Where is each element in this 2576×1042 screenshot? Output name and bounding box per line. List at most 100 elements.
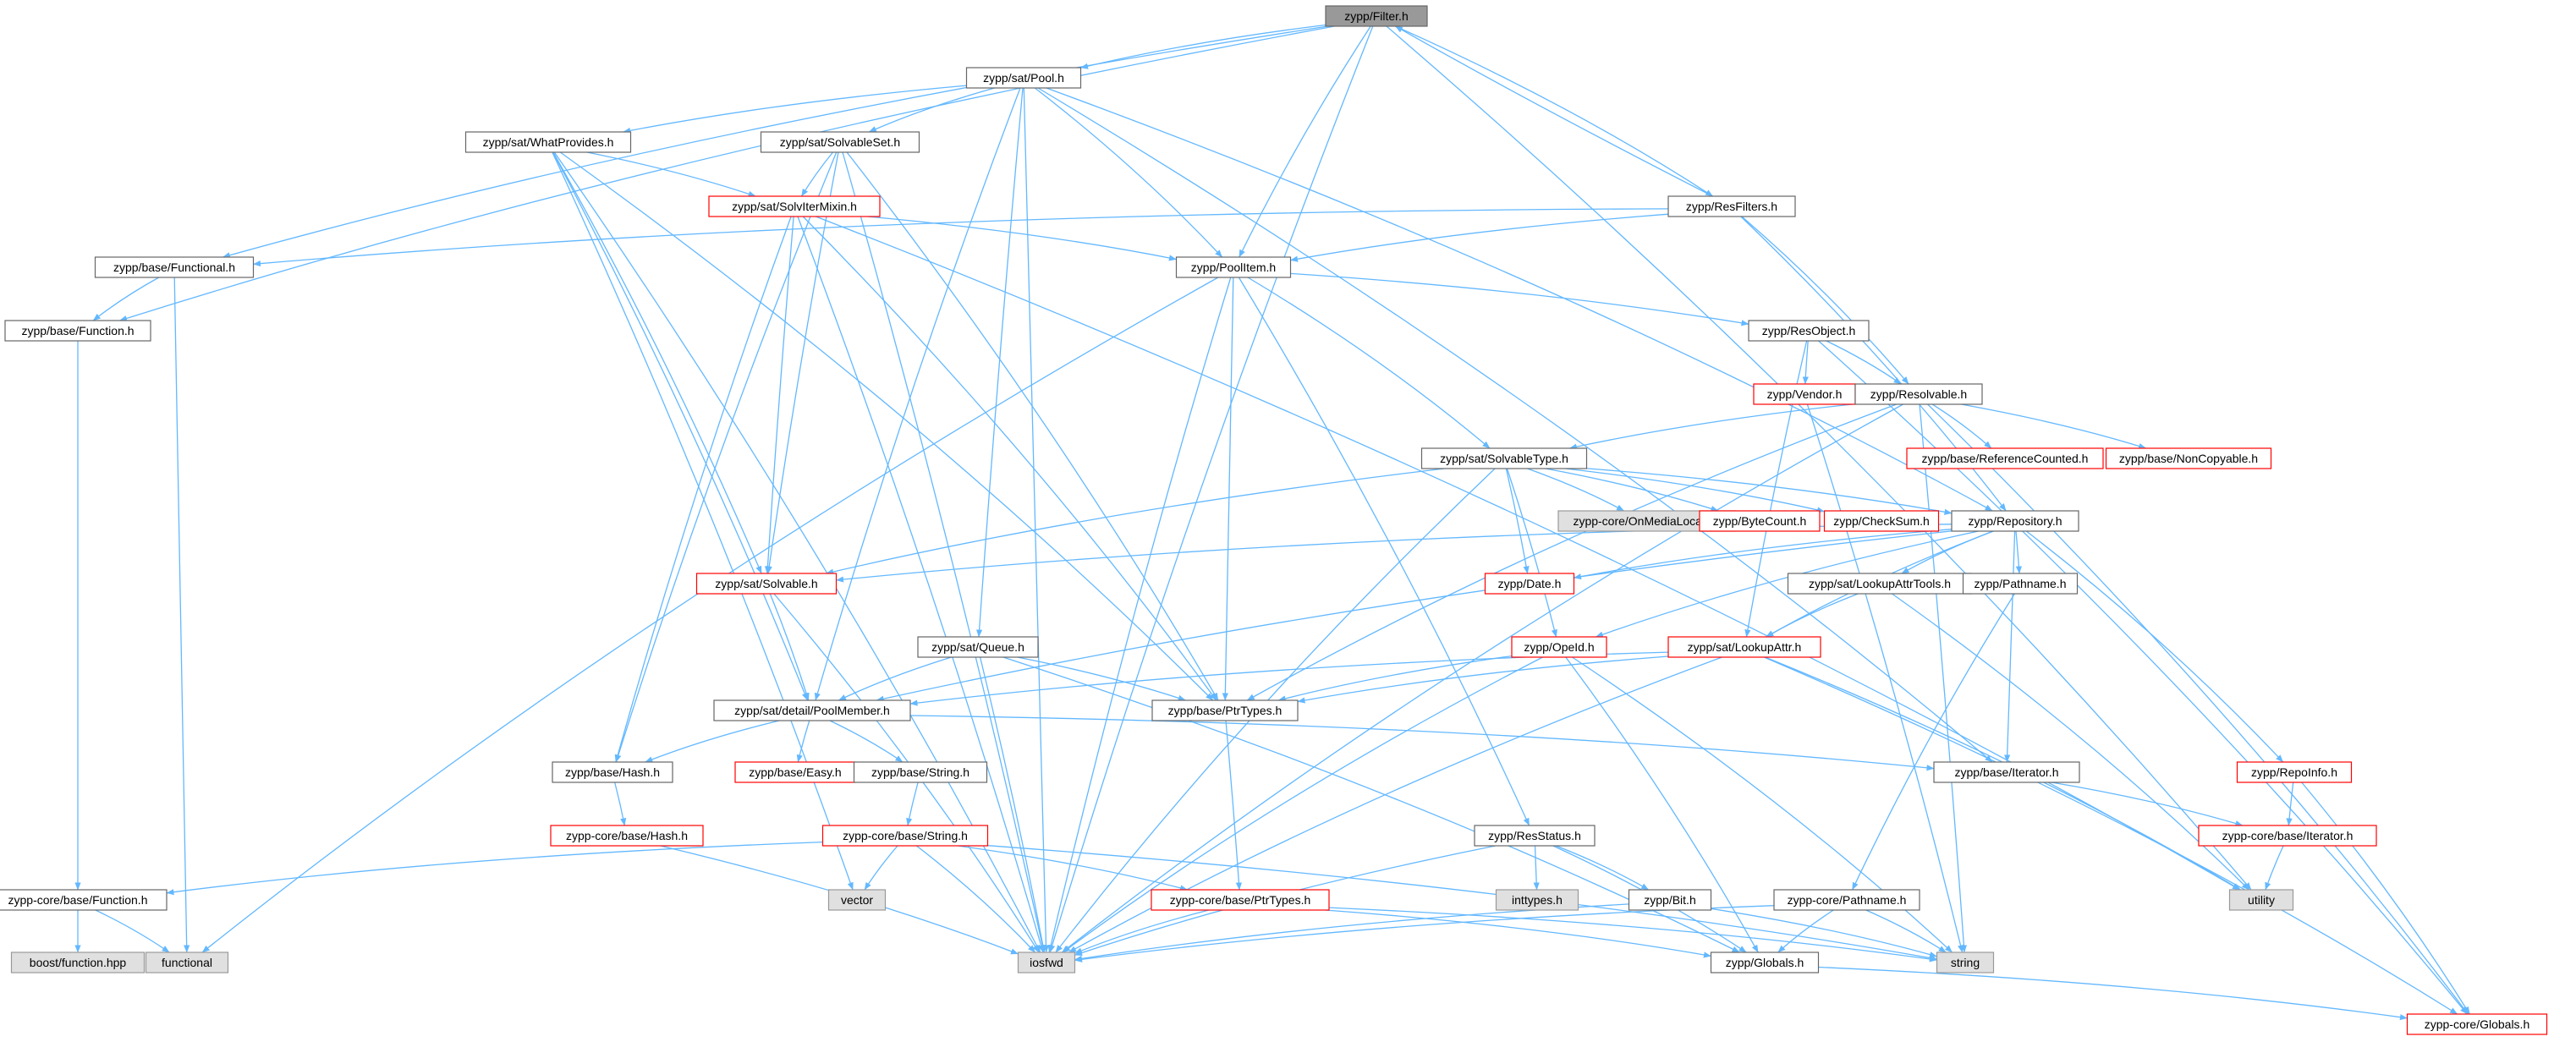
edge-hash-to-corehash	[614, 782, 627, 826]
node-box	[94, 256, 255, 278]
node-label: zypp-core/base/Iterator.h	[2222, 829, 2354, 842]
node-box	[2228, 889, 2294, 911]
edge-soliter-to-poolitem	[867, 216, 1177, 261]
edge-poolitem-to-iosfwd	[1047, 277, 1232, 953]
node-zypp-sat-lookupattr-h[interactable]: zypp/sat/LookupAttr.h	[1667, 636, 1821, 658]
node-box	[145, 952, 229, 973]
node-box	[1823, 510, 1940, 532]
node-label: zypp/Globals.h	[1726, 956, 1804, 969]
node-zypp-core-base-function-h[interactable]: zypp-core/base/Function.h	[0, 889, 168, 911]
node-zypp-filter-h[interactable]: zypp/Filter.h	[1325, 5, 1428, 27]
node-zypp-repoinfo-h[interactable]: zypp/RepoInfo.h	[2236, 761, 2353, 783]
node-label: zypp-core/Pathname.h	[1788, 893, 1907, 907]
edge-poolmember-to-string	[829, 720, 904, 763]
edge-whatprov-to-ptrtypes	[559, 151, 1214, 701]
edge-opeid-to-ptrtypes	[1277, 655, 1513, 702]
node-label: zypp-core/base/PtrTypes.h	[1170, 893, 1311, 907]
node-label: zypp/sat/detail/PoolMember.h	[734, 704, 890, 717]
node-label: zypp/base/Easy.h	[749, 765, 841, 779]
edge-resolvable-to-coreglobals	[1927, 403, 2469, 1015]
node-box	[1151, 889, 1330, 911]
node-iosfwd[interactable]: iosfwd	[1017, 952, 1076, 973]
edge-repository-to-pathname	[2015, 530, 2022, 574]
node-zypp-base-referencecounted-h[interactable]: zypp/base/ReferenceCounted.h	[1906, 447, 2104, 469]
node-zypp-sat-detail-poolmember-h[interactable]: zypp/sat/detail/PoolMember.h	[713, 699, 911, 721]
node-zypp-vendor-h[interactable]: zypp/Vendor.h	[1753, 383, 1856, 405]
node-box	[827, 889, 887, 911]
node-zypp-sat-pool-h[interactable]: zypp/sat/Pool.h	[965, 67, 1082, 89]
node-zypp-poolitem-h[interactable]: zypp/PoolItem.h	[1175, 256, 1292, 278]
node-zypp-sat-whatprovides-h[interactable]: zypp/sat/WhatProvides.h	[464, 131, 632, 153]
edge-resfilters-to-repository	[1740, 216, 2007, 512]
edge-resfilters-to-functional	[253, 208, 1669, 267]
node-label: zypp/sat/Solvable.h	[715, 577, 817, 590]
node-vector[interactable]: vector	[827, 889, 887, 911]
node-label: zypp/sat/LookupAttr.h	[1688, 640, 1802, 654]
edge-corepath-to-globals	[1777, 909, 1834, 953]
node-label: zypp/sat/SolvIterMixin.h	[732, 200, 857, 213]
edge-opeid-to-globals	[1565, 656, 1759, 953]
node-zypp-sat-lookupattrtools-h[interactable]: zypp/sat/LookupAttrTools.h	[1787, 573, 1973, 595]
edge-solvset-to-hash	[615, 151, 838, 763]
node-zypp-core-base-ptrtypes-h[interactable]: zypp-core/base/PtrTypes.h	[1151, 889, 1330, 911]
edge-globals-to-coreglobals	[1818, 966, 2408, 1021]
edge-pool-to-solvset	[868, 87, 995, 133]
node-zypp-base-ptrtypes-h[interactable]: zypp/base/PtrTypes.h	[1151, 699, 1299, 721]
node-zypp-base-easy-h[interactable]: zypp/base/Easy.h	[734, 761, 856, 783]
node-boost-function-hpp[interactable]: boost/function.hpp	[10, 952, 146, 973]
node-inttypes-h[interactable]: inttypes.h	[1495, 889, 1579, 911]
edge-resfilters-to-resolvable	[1741, 216, 1909, 385]
node-zypp-base-noncopyable-h[interactable]: zypp/base/NonCopyable.h	[2105, 447, 2272, 469]
node-box	[965, 67, 1082, 89]
node-zypp-sat-queue-h[interactable]: zypp/sat/Queue.h	[917, 636, 1039, 658]
node-box	[708, 195, 881, 217]
node-zypp-resfilters-h[interactable]: zypp/ResFilters.h	[1667, 195, 1796, 217]
node-functional[interactable]: functional	[145, 952, 229, 973]
node-zypp-resolvable-h[interactable]: zypp/Resolvable.h	[1854, 383, 1983, 405]
edge-repository-to-date	[1574, 529, 1953, 580]
node-zypp-sat-solvitermixin-h[interactable]: zypp/sat/SolvIterMixin.h	[708, 195, 881, 217]
node-zypp-sat-solvable-h[interactable]: zypp/sat/Solvable.h	[695, 573, 838, 595]
node-label: boost/function.hpp	[30, 956, 127, 969]
node-zypp-checksum-h[interactable]: zypp/CheckSum.h	[1823, 510, 1940, 532]
node-zypp-core-base-string-h[interactable]: zypp-core/base/String.h	[821, 825, 989, 847]
node-zypp-bit-h[interactable]: zypp/Bit.h	[1628, 889, 1712, 911]
node-zypp-resstatus-h[interactable]: zypp/ResStatus.h	[1474, 825, 1596, 847]
edge-resolvable-to-refcount	[1931, 403, 1992, 449]
edge-poolmember-to-iterator	[909, 715, 1935, 771]
node-zypp-base-function-h[interactable]: zypp/base/Function.h	[4, 320, 151, 342]
node-zypp-sat-solvableset-h[interactable]: zypp/sat/SolvableSet.h	[760, 131, 920, 153]
node-label: zypp-core/base/Function.h	[8, 893, 148, 907]
node-zypp-globals-h[interactable]: zypp/Globals.h	[1710, 952, 1820, 973]
node-zypp-core-base-iterator-h[interactable]: zypp-core/base/Iterator.h	[2198, 825, 2377, 847]
node-zypp-resobject-h[interactable]: zypp/ResObject.h	[1748, 320, 1870, 342]
node-string[interactable]: string	[1936, 952, 1995, 973]
edge-pool-to-repository	[1046, 87, 1993, 512]
node-zypp-core-globals-h[interactable]: zypp-core/Globals.h	[2406, 1013, 2548, 1035]
node-box	[713, 699, 911, 721]
edge-corepath-to-stringstd	[1865, 909, 1947, 953]
node-zypp-repository-h[interactable]: zypp/Repository.h	[1951, 510, 2079, 532]
node-zypp-date-h[interactable]: zypp/Date.h	[1484, 573, 1575, 595]
node-zypp-core-base-hash-h[interactable]: zypp-core/base/Hash.h	[550, 825, 704, 847]
node-label: zypp/base/Iterator.h	[1955, 765, 2059, 779]
node-zypp-base-hash-h[interactable]: zypp/base/Hash.h	[552, 761, 673, 783]
edge-solvtype-to-solvable	[826, 468, 1445, 575]
edge-filter-to-function	[119, 25, 1335, 321]
node-zypp-base-string-h[interactable]: zypp/base/String.h	[853, 761, 988, 783]
node-zypp-base-iterator-h[interactable]: zypp/base/Iterator.h	[1933, 761, 2080, 783]
edge-repoinfo-to-coreglobals	[2301, 782, 2470, 1015]
node-utility[interactable]: utility	[2228, 889, 2294, 911]
edge-poolmember-to-hash	[645, 720, 780, 763]
node-zypp-core-pathname-h[interactable]: zypp-core/Pathname.h	[1773, 889, 1920, 911]
edge-resobject-to-vendor	[1802, 340, 1809, 385]
node-box	[2406, 1013, 2548, 1035]
edge-poolitem-to-resstatus	[1238, 277, 1530, 826]
node-zypp-sat-solvabletype-h[interactable]: zypp/sat/SolvableType.h	[1420, 447, 1588, 469]
node-zypp-pathname-h[interactable]: zypp/Pathname.h	[1962, 573, 2079, 595]
node-zypp-opeid-h[interactable]: zypp/OpeId.h	[1511, 636, 1607, 658]
node-label: zypp/base/ReferenceCounted.h	[1922, 452, 2089, 465]
node-box	[1748, 320, 1870, 342]
node-zypp-base-functional-h[interactable]: zypp/base/Functional.h	[94, 256, 255, 278]
node-zypp-bytecount-h[interactable]: zypp/ByteCount.h	[1699, 510, 1821, 532]
